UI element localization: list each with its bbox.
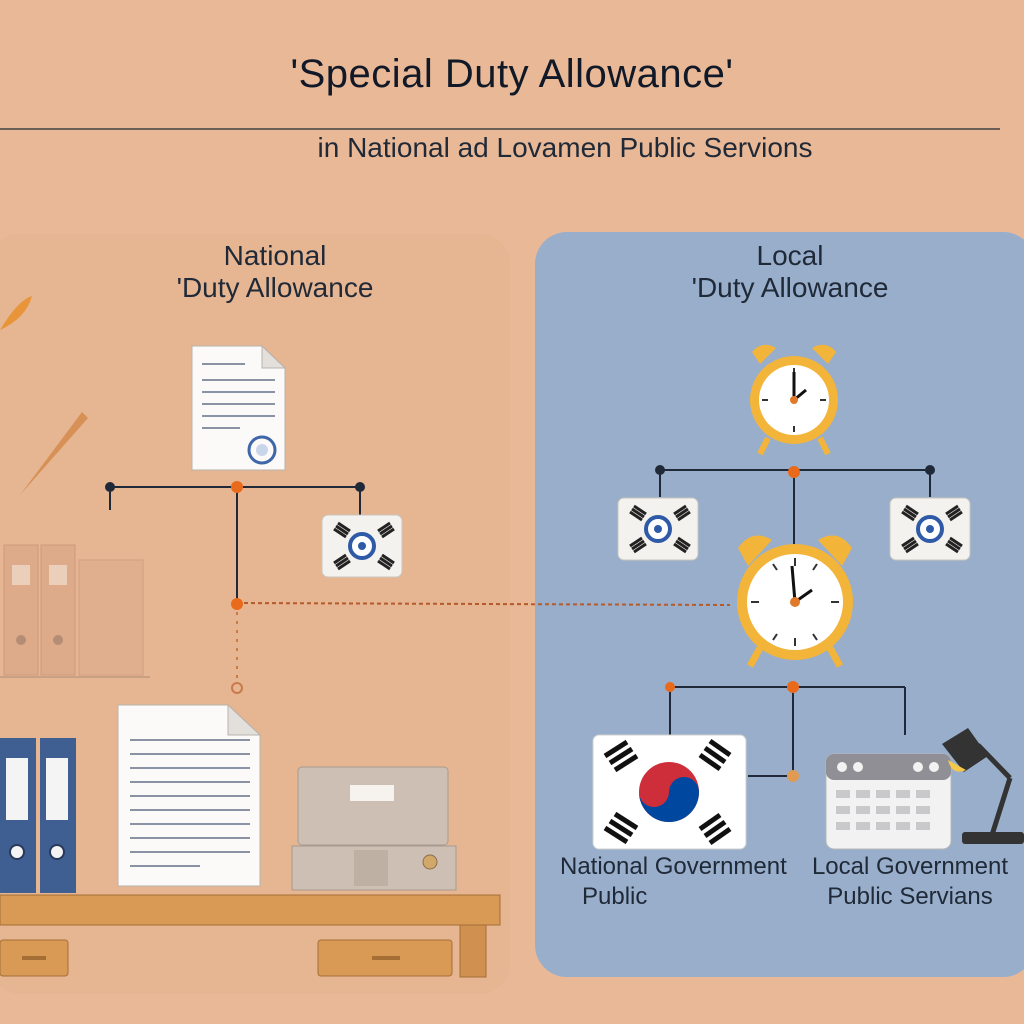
local-caption: Local Government Public Servians <box>800 852 1020 912</box>
korean-flag-icon <box>888 496 972 562</box>
calendar-icon <box>825 753 952 850</box>
pen-icon <box>20 412 88 495</box>
computer-icon <box>291 766 457 891</box>
leaf-icon <box>0 296 32 330</box>
page-subtitle: in National ad Lovamen Public Servions <box>317 132 813 163</box>
korean-flag-icon <box>616 496 700 562</box>
local-heading: Local 'Duty Allowance <box>640 240 940 304</box>
page-title: 'Special Duty Allowance' <box>290 52 734 96</box>
national-caption-line2: Public <box>582 883 648 910</box>
korean-flag-icon <box>320 513 404 579</box>
national-caption: National Government Public <box>560 852 800 912</box>
national-heading-line1: National <box>223 240 327 271</box>
binder-icon <box>0 738 76 893</box>
document-icon <box>191 344 287 471</box>
korean-flag-icon <box>592 734 747 850</box>
alarm-clock-icon <box>750 344 838 456</box>
national-heading: National 'Duty Allowance <box>140 240 410 304</box>
national-heading-line2: 'Duty Allowance <box>176 272 374 303</box>
binder-icon <box>3 544 144 676</box>
desk-lamp-icon <box>942 728 1024 844</box>
alarm-clock-icon <box>737 535 853 668</box>
certificate-icon <box>247 435 277 465</box>
desk-icon <box>0 894 501 978</box>
local-caption-line2: Public Servians <box>827 883 993 910</box>
title-divider <box>0 128 1000 130</box>
local-heading-line2: 'Duty Allowance <box>691 272 889 303</box>
local-heading-line1: Local <box>756 240 824 271</box>
document-icon <box>117 703 262 887</box>
national-caption-line1: National Government <box>560 853 787 880</box>
local-caption-line1: Local Government <box>811 853 1009 880</box>
